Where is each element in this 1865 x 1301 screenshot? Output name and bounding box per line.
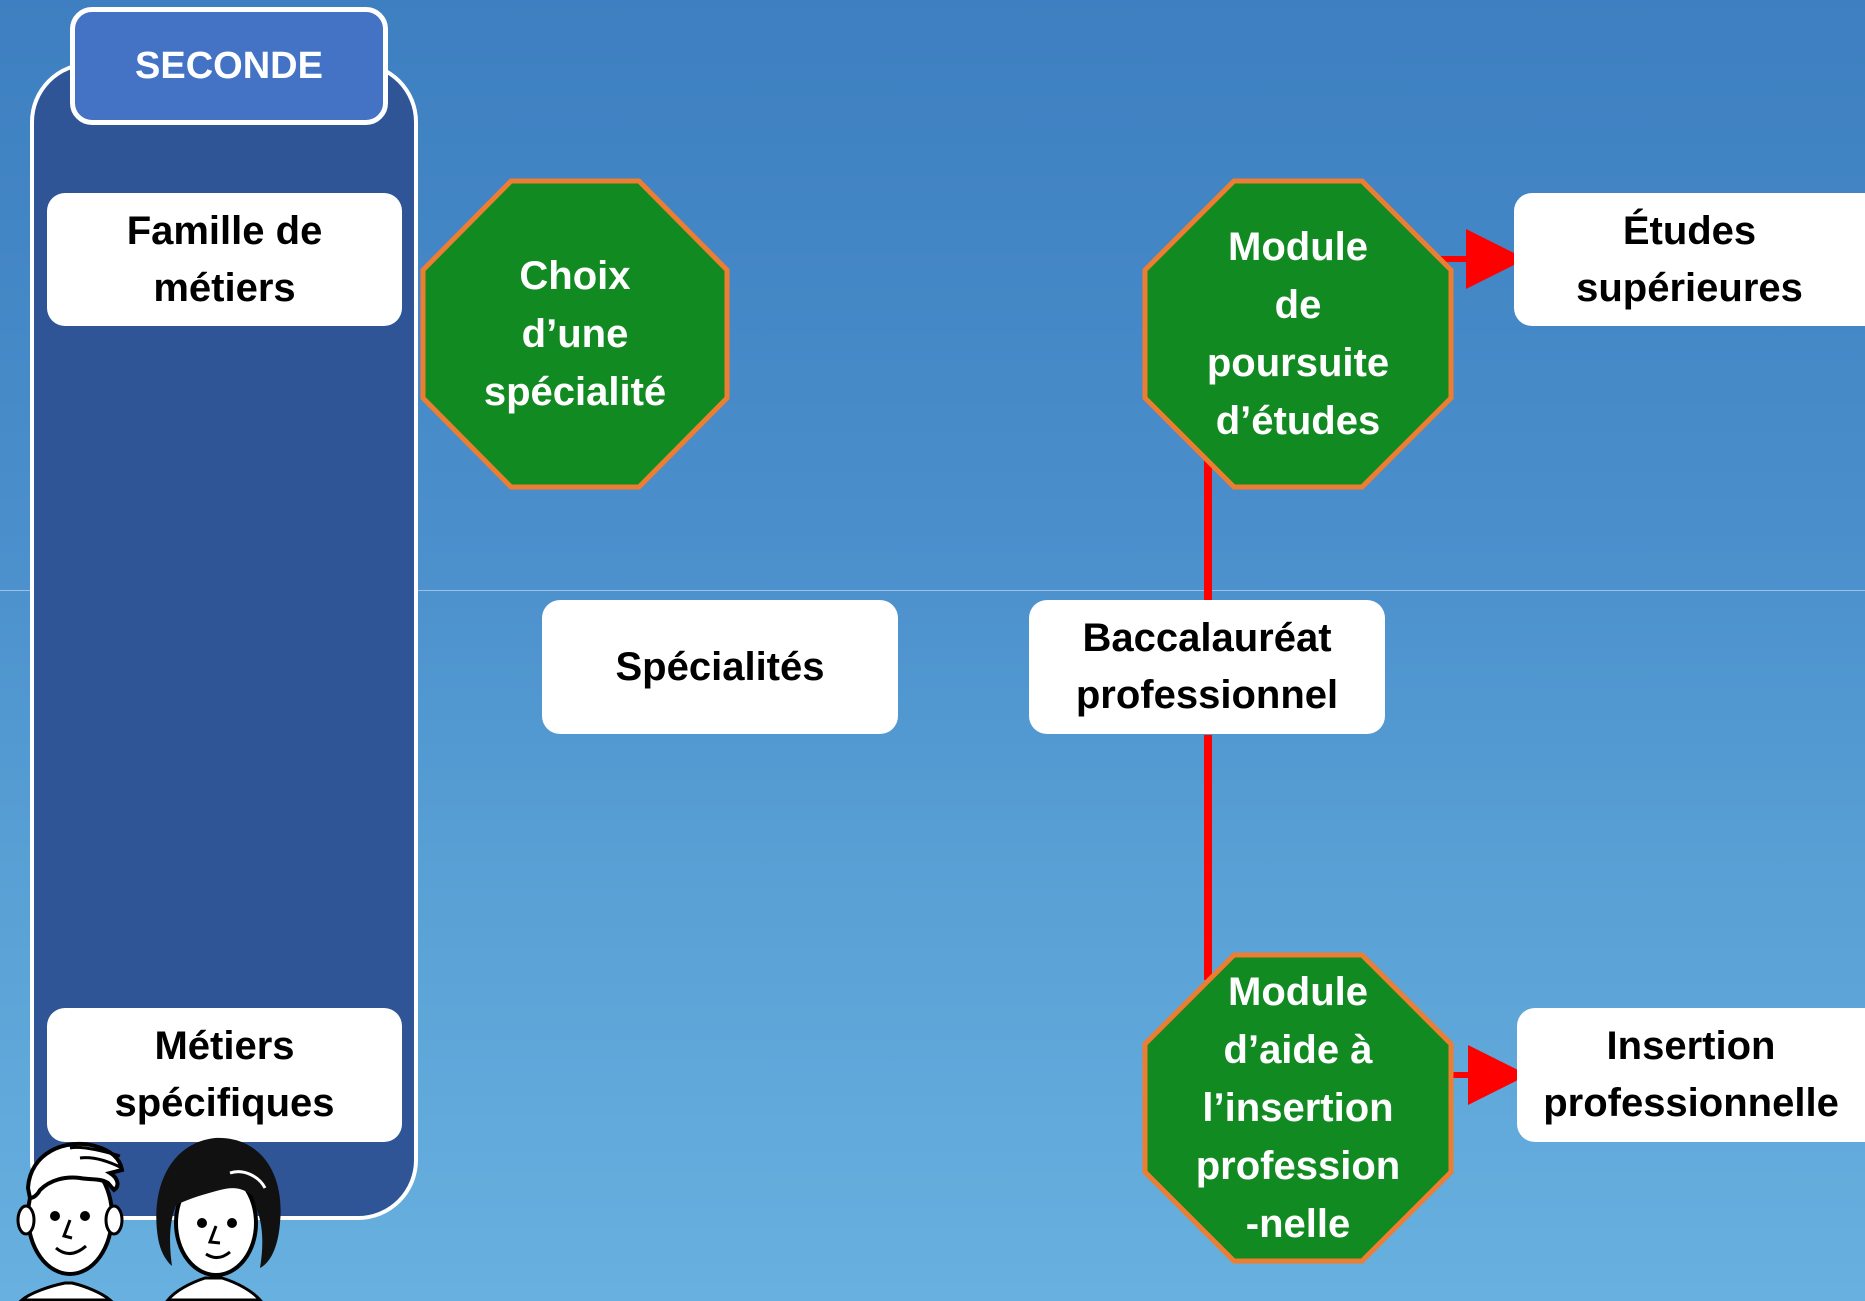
choix-specialite-octagon: Choix d’une spécialité: [420, 178, 730, 490]
specialites-box: Spécialités: [542, 600, 898, 734]
choix-line-2: d’une: [521, 312, 629, 356]
etudes-superieures-box: Études supérieures: [1514, 193, 1865, 326]
bac-pro-box: Baccalauréat professionnel: [1029, 600, 1385, 734]
seconde-header: SECONDE: [70, 7, 388, 125]
metiers-line-2: spécifiques: [114, 1081, 335, 1125]
metiers-specifiques-box: Métiers spécifiques: [47, 1008, 402, 1142]
octagon-shape: [1142, 952, 1454, 1264]
choix-line-1: Choix: [519, 254, 631, 298]
seconde-label: SECONDE: [135, 44, 323, 87]
module-poursuite-octagon: Module de poursuite d’études: [1142, 178, 1454, 490]
famille-metiers-box: Famille de métiers: [47, 193, 402, 326]
horizontal-divider: [0, 590, 1865, 591]
poursuite-line-1: Module: [1228, 225, 1368, 269]
module-insertion-octagon: Module d’aide à l’insertion profession -…: [1142, 952, 1454, 1264]
etudes-line-2: supérieures: [1576, 265, 1803, 310]
insertion-line-5: -nelle: [1245, 1202, 1351, 1246]
poursuite-line-3: poursuite: [1206, 341, 1390, 385]
poursuite-line-2: de: [1274, 283, 1322, 327]
octagon-shape: [1142, 178, 1454, 490]
octagon-shape: [420, 178, 730, 490]
boy-face-icon: [16, 1141, 125, 1301]
insertion-line-1: Module: [1228, 970, 1368, 1014]
metiers-line-1: Métiers: [154, 1024, 295, 1068]
girl-face-icon: [156, 1137, 281, 1301]
specialites-label: Spécialités: [615, 644, 825, 689]
bac-line-2: professionnel: [1075, 673, 1339, 717]
insertion-pro-line-2: professionnelle: [1543, 1081, 1839, 1125]
choix-line-3: spécialité: [483, 370, 667, 414]
insertion-line-3: l’insertion: [1202, 1086, 1394, 1130]
insertion-line-4: profession: [1195, 1144, 1401, 1188]
bac-line-1: Baccalauréat: [1082, 616, 1332, 660]
students-illustration: [16, 1137, 281, 1301]
etudes-line-1: Études: [1622, 208, 1757, 253]
famille-line-2: métiers: [153, 265, 296, 310]
insertion-pro-line-1: Insertion: [1606, 1024, 1776, 1068]
famille-line-1: Famille de: [126, 208, 323, 253]
insertion-professionnelle-box: Insertion professionnelle: [1517, 1008, 1865, 1142]
insertion-line-2: d’aide à: [1223, 1028, 1373, 1072]
poursuite-line-4: d’études: [1215, 399, 1381, 443]
